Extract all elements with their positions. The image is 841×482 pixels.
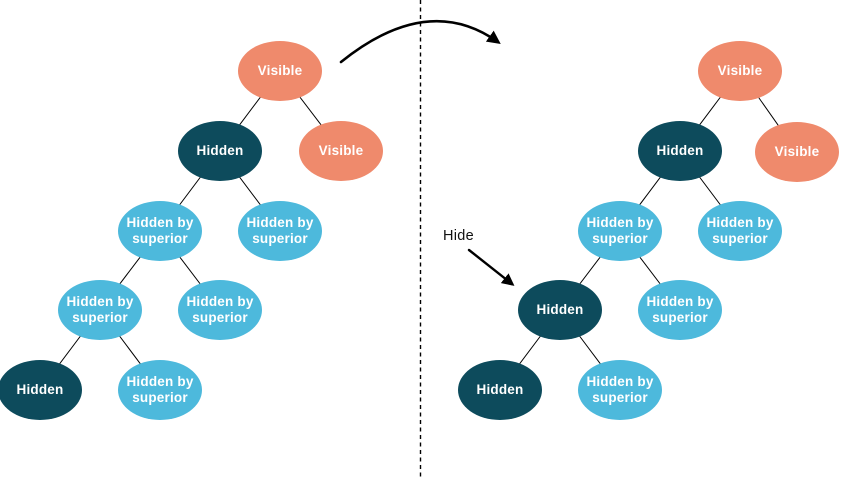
tree-node: Hidden [178,121,262,181]
tree-node: Visible [755,122,839,182]
tree-node: Hidden by superior [118,360,202,420]
tree-node-label: Hidden by superior [126,214,194,246]
tree-node-label: Hidden [656,142,704,158]
tree-node-label: Hidden by superior [186,293,254,325]
tree-node: Hidden by superior [698,201,782,261]
tree-node: Visible [698,41,782,101]
tree-node: Visible [299,121,383,181]
tree-node: Hidden by superior [578,201,662,261]
hide-arrow [467,248,515,286]
tree-node: Hidden by superior [118,201,202,261]
tree-node-label: Hidden [196,142,244,158]
tree-node-label: Visible [717,62,763,78]
tree-node-label: Visible [318,142,364,158]
tree-node-label: Hidden by superior [586,373,654,405]
tree-node-label: Hidden [16,381,64,397]
tree-node-label: Hidden by superior [646,293,714,325]
tree-node-label: Hidden [476,381,524,397]
tree-node: Hidden [638,121,722,181]
tree-node-label: Hidden by superior [126,373,194,405]
tree-node-label: Hidden by superior [246,214,314,246]
transform-arrow [339,19,501,64]
tree-node-label: Hidden by superior [586,214,654,246]
tree-node-label: Visible [257,62,303,78]
tree-node: Hidden by superior [238,201,322,261]
tree-node: Hidden [458,360,542,420]
tree-node-label: Hidden by superior [706,214,774,246]
tree-node-hidden-target: Hidden [518,280,602,340]
tree-node-label: Hidden by superior [66,293,134,325]
tree-node-label: Visible [774,143,820,159]
tree-node: Hidden by superior [178,280,262,340]
tree-node-label: Hidden [536,301,584,317]
tree-node: Hidden by superior [58,280,142,340]
tree-node: Hidden by superior [638,280,722,340]
tree-node: Hidden [0,360,82,420]
tree-node: Visible [238,41,322,101]
hide-annotation-label: Hide [443,228,475,244]
tree-node: Hidden by superior [578,360,662,420]
